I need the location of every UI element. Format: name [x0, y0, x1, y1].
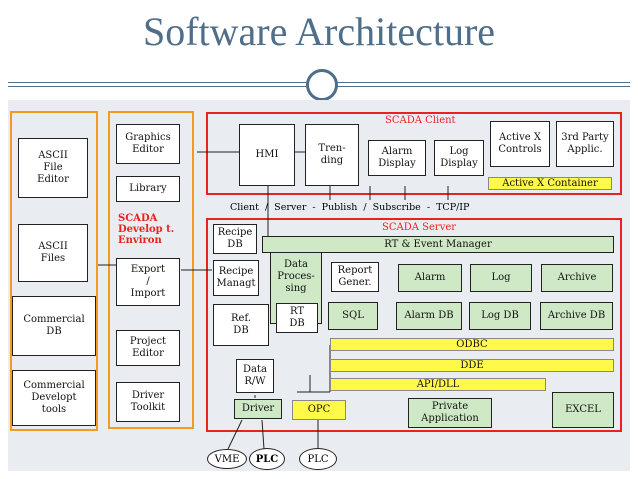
graphics-editor-box: Graphics Editor	[116, 124, 180, 164]
third-party-applic-box: 3rd Party Applic.	[556, 121, 614, 167]
recipe-db-box: Recipe DB	[213, 224, 257, 254]
odbc-bar: ODBC	[330, 338, 614, 351]
rt-event-manager-bar: RT & Event Manager	[262, 236, 614, 253]
rt-db-box: RT DB	[276, 303, 318, 333]
active-x-container-bar: Active X Container	[488, 177, 612, 190]
title-circle-ornament	[306, 69, 338, 101]
dde-bar: DDE	[330, 359, 614, 372]
ascii-file-editor-box: ASCII File Editor	[18, 138, 88, 198]
commercial-developt-tools-box: Commercial Developt tools	[12, 370, 96, 426]
alarm-box: Alarm	[398, 264, 462, 292]
log-box: Log	[470, 264, 532, 292]
vme-device: VME	[207, 449, 247, 469]
data-rw-box: Data R/W	[236, 359, 274, 393]
alarm-db-box: Alarm DB	[396, 302, 462, 330]
plc-device-1: PLC	[249, 448, 285, 470]
scada-develop-environ-label: SCADA Develop t. Environ	[118, 213, 175, 246]
archive-box: Archive	[541, 264, 613, 292]
recipe-managt-box: Recipe Managt	[213, 260, 259, 296]
left-orange-frame	[10, 111, 98, 431]
hmi-box: HMI	[239, 124, 295, 186]
ref-db-box: Ref. DB	[213, 304, 269, 346]
scada-client-label: SCADA Client	[385, 115, 456, 126]
private-application-box: Private Application	[408, 398, 492, 428]
alarm-display-box: Alarm Display	[368, 140, 426, 176]
excel-box: EXCEL	[552, 392, 614, 428]
log-display-box: Log Display	[434, 140, 484, 176]
driver-box: Driver	[234, 399, 282, 419]
log-db-box: Log DB	[469, 302, 531, 330]
scada-client-frame	[206, 112, 622, 195]
scada-server-frame	[206, 218, 622, 432]
ascii-files-box: ASCII Files	[18, 224, 88, 282]
active-x-controls-box: Active X Controls	[490, 121, 550, 167]
trending-box: Tren- ding	[305, 124, 359, 186]
sql-box: SQL	[328, 302, 378, 330]
client-server-banner: Client / Server - Publish / Subscribe - …	[230, 202, 470, 213]
scada-server-label: SCADA Server	[382, 222, 457, 233]
library-box: Library	[116, 176, 180, 202]
slide-title: Software Architecture	[142, 9, 496, 54]
archive-db-box: Archive DB	[540, 302, 613, 330]
report-gener-box: Report Gener.	[331, 262, 379, 292]
api-dll-bar: API/DLL	[330, 378, 546, 391]
driver-toolkit-box: Driver Toolkit	[116, 382, 180, 422]
project-editor-box: Project Editor	[116, 330, 180, 366]
export-import-box: Export / Import	[116, 258, 180, 306]
plc-device-2: PLC	[299, 448, 337, 470]
commercial-db-box: Commercial DB	[12, 296, 96, 356]
opc-box: OPC	[292, 400, 346, 420]
